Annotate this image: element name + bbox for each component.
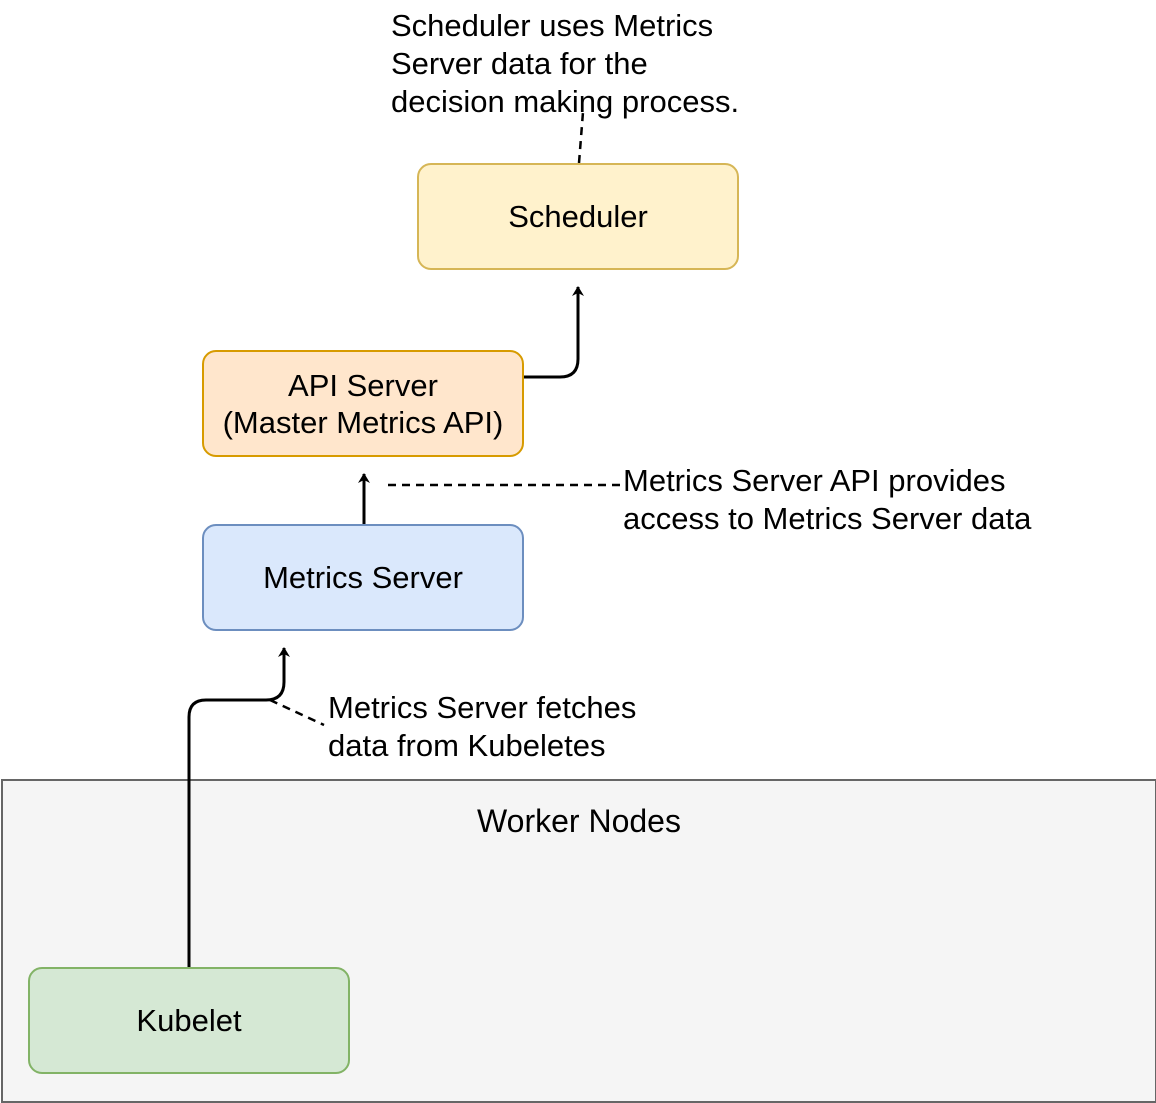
scheduler-note-line-1: Scheduler uses Metrics: [391, 8, 714, 43]
edge-kubelet-to-metrics-server: [187, 647, 290, 967]
note-connector-scheduler: [577, 111, 585, 164]
note-connector-fetch: [269, 698, 325, 727]
fetch-note: Metrics Server fetches data from Kubelet…: [328, 689, 636, 765]
edge-api-server-to-scheduler: [524, 286, 584, 379]
api-server-node[interactable]: API Server (Master Metrics API): [202, 350, 524, 457]
worker-nodes-label: Worker Nodes: [477, 803, 681, 839]
kubelet-label: Kubelet: [136, 1003, 242, 1038]
fetch-note-line-2: data from Kubeletes: [328, 728, 606, 763]
metrics-server-label: Metrics Server: [263, 560, 463, 595]
scheduler-note-line-2: Server data for the: [391, 46, 648, 81]
fetch-note-line-1: Metrics Server fetches: [328, 690, 637, 725]
scheduler-note: Scheduler uses Metrics Server data for t…: [391, 7, 739, 121]
kubelet-node[interactable]: Kubelet: [28, 967, 350, 1074]
metrics-server-node[interactable]: Metrics Server: [202, 524, 524, 631]
api-note-line-1: Metrics Server API provides: [623, 463, 1006, 498]
api-server-label-line-2: (Master Metrics API): [222, 404, 504, 440]
scheduler-note-line-3: decision making process.: [391, 84, 740, 119]
scheduler-node[interactable]: Scheduler: [417, 163, 739, 270]
api-note: Metrics Server API provides access to Me…: [623, 462, 1031, 538]
api-server-label-line-1: API Server: [288, 367, 438, 403]
api-note-line-2: access to Metrics Server data: [623, 501, 1032, 536]
scheduler-label: Scheduler: [508, 199, 648, 234]
